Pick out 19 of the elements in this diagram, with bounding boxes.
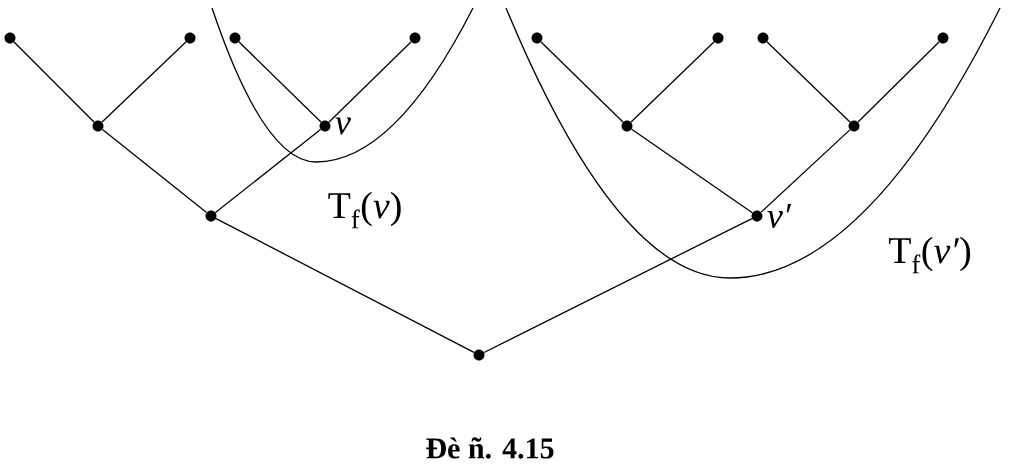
vertex-label: v′: [767, 204, 792, 228]
tree-edge: [13, 41, 95, 123]
tree-edge: [101, 128, 208, 214]
tree-edge: [631, 128, 753, 214]
tree-edge: [215, 218, 475, 354]
tree-edge: [101, 41, 187, 123]
tree-edge: [857, 41, 940, 123]
tree-edge: [630, 41, 715, 123]
tree-edge: [483, 217, 753, 354]
vertex-label: v: [335, 117, 351, 135]
caption: Đè ñ. 4.15: [426, 437, 554, 459]
subtree-label: T$_{f}$(v′): [888, 236, 971, 274]
tree-edge: [760, 129, 851, 213]
tree-edge: [766, 41, 851, 123]
tree-edge: [214, 128, 322, 214]
tree-edge: [238, 41, 322, 123]
tree-edge: [328, 41, 412, 123]
tree-edge: [540, 41, 624, 123]
subtree-label: T$_{f}$(v): [328, 191, 401, 229]
